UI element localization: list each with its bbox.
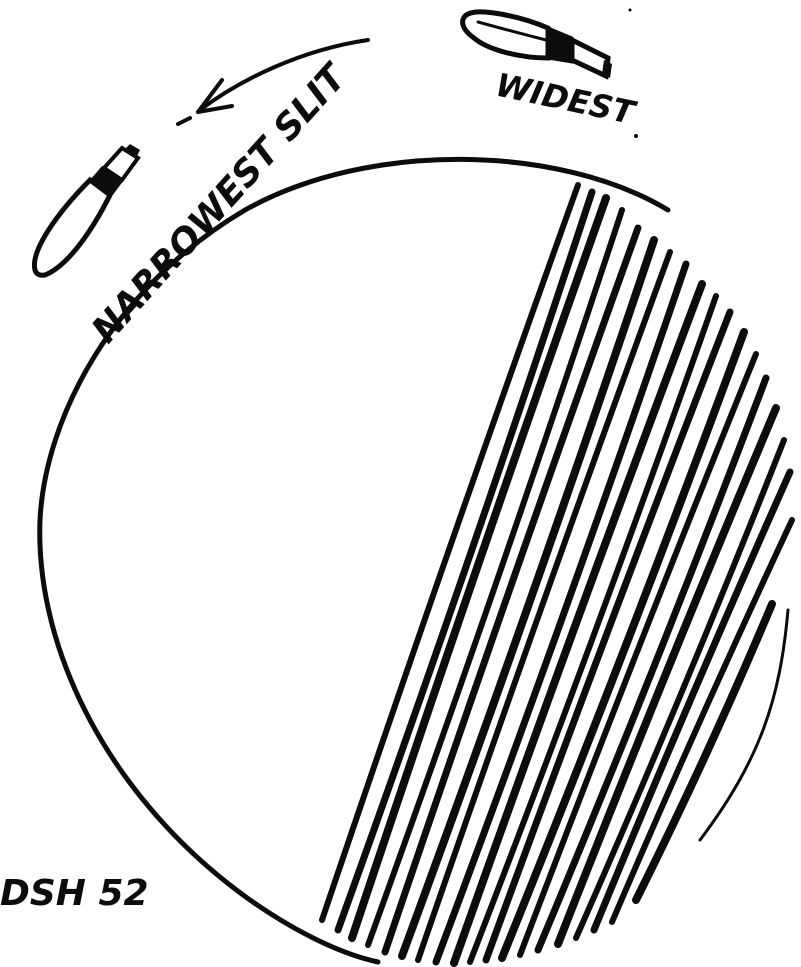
narrowest-slit-label: NARROWEST SLIT xyxy=(84,56,356,351)
slit-stripe xyxy=(436,264,686,962)
knife-handle-icon xyxy=(34,144,140,275)
widest-label: WIDEST xyxy=(492,66,639,133)
slit-stripe xyxy=(594,472,790,930)
knife-handle-icon xyxy=(463,12,612,78)
dsh-code-label: DSH 52 xyxy=(0,873,149,914)
slit-stripes xyxy=(322,185,792,963)
